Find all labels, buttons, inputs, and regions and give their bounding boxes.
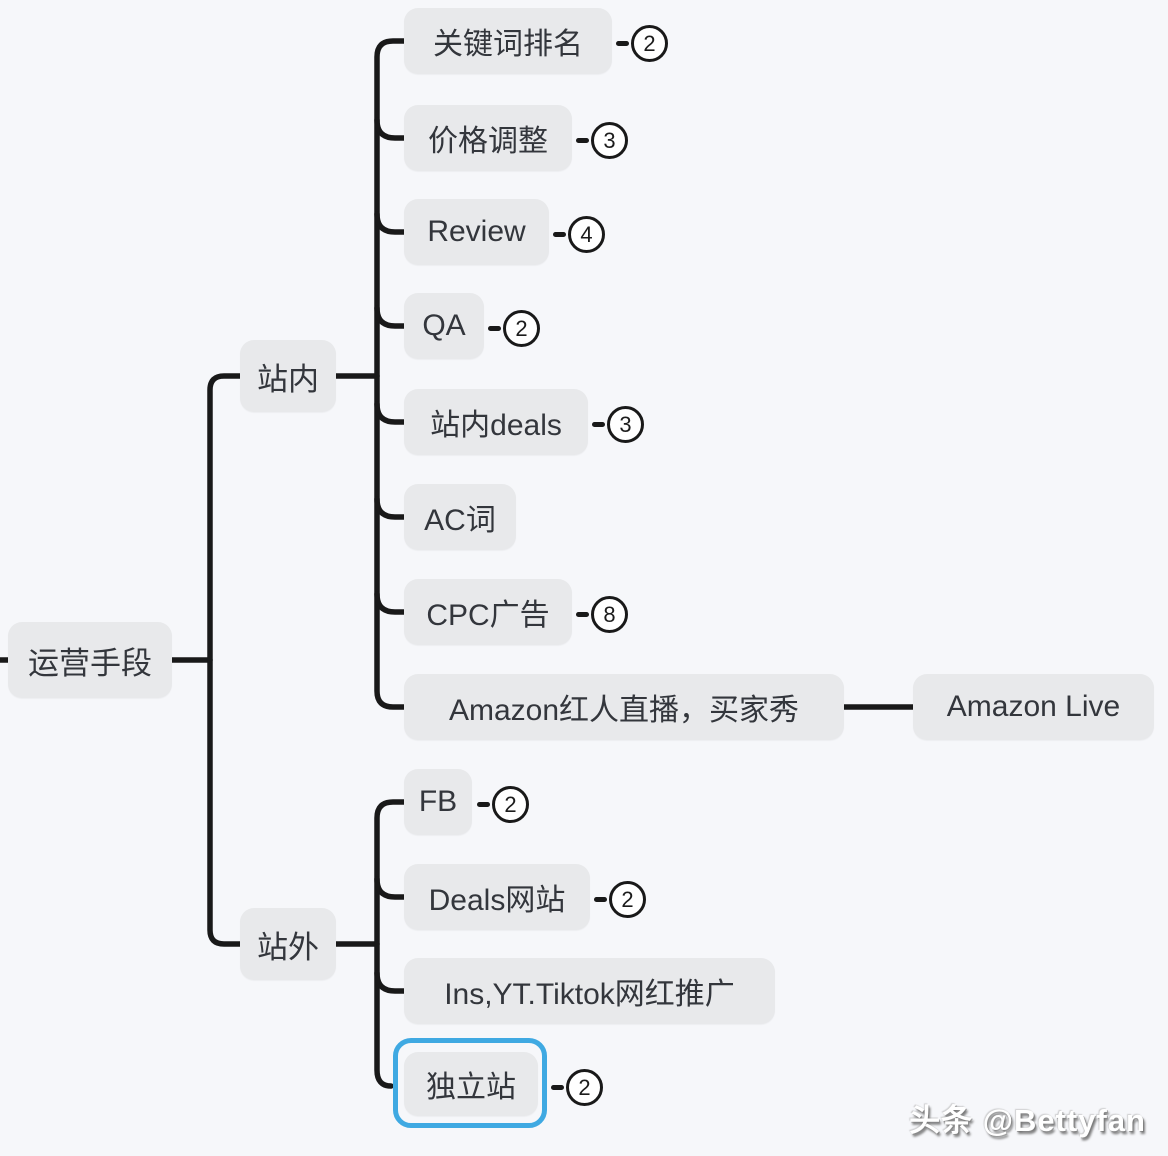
connector-onsite-branch-ac [374,496,407,520]
badge-dash [616,41,629,46]
badge-count[interactable]: 4 [568,216,605,253]
node-onsite[interactable]: 站内 [240,340,336,412]
node-influencer-promotion[interactable]: Ins,YT.Tiktok网红推广 [404,958,775,1024]
badge-dash [477,802,490,807]
node-review[interactable]: Review [404,199,549,265]
badge-onsite-deals[interactable]: 3 [592,406,644,443]
node-price-adjustment[interactable]: 价格调整 [404,105,572,171]
badge-count[interactable]: 2 [609,881,646,918]
badge-count[interactable]: 2 [492,786,529,823]
node-offsite[interactable]: 站外 [240,908,336,980]
badge-independent-site[interactable]: 2 [551,1069,603,1106]
badge-dash [576,138,589,143]
connector-onsite-branch-deals [374,401,407,425]
selection-ring [393,1038,547,1128]
badge-dash [488,326,501,331]
connector-offsite-branch-influencer [374,970,407,994]
badge-keyword-ranking[interactable]: 2 [616,25,668,62]
connector-trunk-level1 [207,373,243,947]
badge-count[interactable]: 3 [591,122,628,159]
badge-count[interactable]: 2 [566,1069,603,1106]
connector-onsite-branch-review [374,211,407,235]
node-amazon-influencer-live[interactable]: Amazon红人直播，买家秀 [404,674,844,740]
node-operations-methods[interactable]: 运营手段 [8,622,172,698]
node-keyword-ranking[interactable]: 关键词排名 [404,8,612,74]
badge-dash [592,422,605,427]
connector-onsite-branch-cpc [374,591,407,615]
badge-count[interactable]: 2 [503,310,540,347]
badge-fb[interactable]: 2 [477,786,529,823]
connector-offsite-trunk [374,799,407,1089]
watermark: 头条 @Bettyfan [909,1103,1146,1138]
connector-onsite-branch-qa [374,305,407,329]
badge-dash [594,897,607,902]
badge-count[interactable]: 2 [631,25,668,62]
badge-count[interactable]: 3 [607,406,644,443]
node-independent-site[interactable]: 独立站 [404,1052,538,1116]
node-ac-words[interactable]: AC词 [404,484,516,550]
badge-count[interactable]: 8 [591,596,628,633]
connector-onsite-trunk [374,38,407,710]
badge-qa[interactable]: 2 [488,310,540,347]
connector-onsite-branch-price [374,117,407,141]
node-qa[interactable]: QA [404,293,484,359]
badge-deals-websites[interactable]: 2 [594,881,646,918]
badge-cpc-ads[interactable]: 8 [576,596,628,633]
badge-review[interactable]: 4 [553,216,605,253]
node-fb[interactable]: FB [404,769,472,835]
node-amazon-live[interactable]: Amazon Live [913,674,1154,740]
node-cpc-ads[interactable]: CPC广告 [404,579,572,645]
connector-offsite-branch-dealsites [374,876,407,900]
badge-dash [576,612,589,617]
node-deals-websites[interactable]: Deals网站 [404,864,590,930]
badge-dash [551,1085,564,1090]
badge-price-adjustment[interactable]: 3 [576,122,628,159]
badge-dash [553,232,566,237]
node-onsite-deals[interactable]: 站内deals [404,389,588,455]
